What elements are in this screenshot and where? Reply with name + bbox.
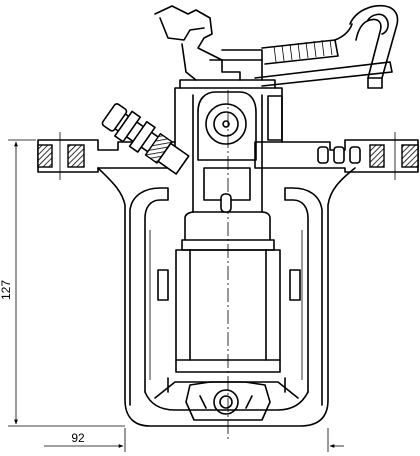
upper-body: [174, 79, 283, 213]
return-spring: [261, 23, 353, 65]
right-mounting-hole-outer: [401, 144, 419, 168]
width-dimension: 92: [44, 428, 344, 452]
pad-pocket-left: [149, 230, 169, 380]
height-dimension-label: 127: [0, 280, 13, 300]
right-mounting-hole-inner: [369, 144, 385, 168]
width-dimension-label: 92: [71, 431, 85, 445]
brake-line-connector: [101, 103, 190, 175]
height-dimension: 127: [0, 139, 125, 427]
pad-pocket-right: [289, 230, 303, 380]
cable-lever-arm: [349, 4, 399, 89]
handbrake-lever-pivot: [205, 103, 247, 145]
left-mounting-hole-inner: [67, 144, 85, 168]
flange-slots: [317, 146, 361, 164]
left-mounting-hole-outer: [37, 144, 53, 168]
bottom-boss: [185, 381, 271, 421]
piston-slot: [220, 193, 232, 213]
cable-bracket: [154, 5, 393, 87]
